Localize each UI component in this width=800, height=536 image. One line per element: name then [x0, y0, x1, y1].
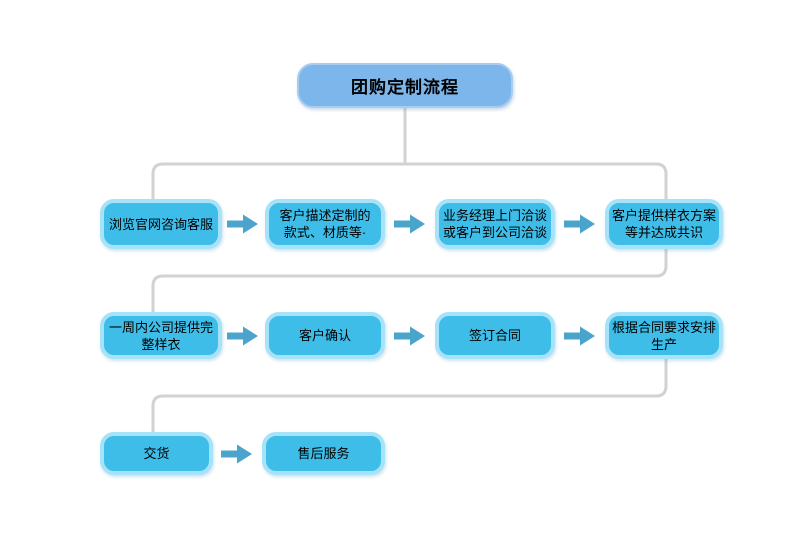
- step-provide-sample-within-week: 一周内公司提供完 整样衣: [100, 312, 222, 359]
- arrow-right-icon-r2-2: [394, 326, 425, 346]
- arrow-right-icon-r2-3: [564, 326, 595, 346]
- step-label: 客户确认: [298, 328, 351, 343]
- step-delivery: 交货: [100, 432, 213, 475]
- flowchart-title: 团购定制流程: [351, 78, 459, 97]
- connector-row1-to-row2: [151, 206, 668, 316]
- step-label: 客户描述定制的 款式、材质等·: [279, 208, 371, 240]
- step-sample-plan-consensus: 客户提供样衣方案 等并达成共识: [605, 199, 723, 249]
- step-label: 根据合同要求安排 生产: [611, 319, 716, 352]
- step-after-sales-service: 售后服务: [262, 432, 385, 475]
- step-customer-confirm: 客户确认: [265, 312, 385, 359]
- connector-top-bracket: [151, 162, 668, 206]
- step-describe-customization: 客户描述定制的 款式、材质等·: [265, 199, 385, 249]
- arrow-right-icon-r2-1: [227, 326, 258, 346]
- step-label: 客户提供样衣方案 等并达成共识: [611, 208, 716, 240]
- step-label: 浏览官网咨询客服: [108, 216, 213, 232]
- step-label: 售后服务: [297, 446, 350, 461]
- step-browse-official-site: 浏览官网咨询客服: [100, 199, 222, 249]
- step-manager-negotiation: 业务经理上门洽谈 或客户到公司洽谈: [435, 199, 555, 249]
- connector-row2-to-row3: [151, 356, 668, 436]
- step-label: 一周内公司提供完 整样衣: [108, 319, 213, 352]
- step-label: 交货: [143, 446, 170, 461]
- arrow-right-icon-r1-1: [227, 214, 258, 234]
- step-arrange-production: 根据合同要求安排 生产: [605, 312, 723, 359]
- step-label: 业务经理上门洽谈 或客户到公司洽谈: [442, 208, 547, 240]
- arrow-right-icon-r1-2: [394, 214, 425, 234]
- step-label: 签订合同: [468, 328, 521, 343]
- flowchart-title-box: 团购定制流程: [297, 63, 513, 108]
- arrow-right-icon-r1-3: [564, 214, 595, 234]
- arrow-right-icon-r3-1: [221, 444, 252, 464]
- step-sign-contract: 签订合同: [435, 312, 555, 359]
